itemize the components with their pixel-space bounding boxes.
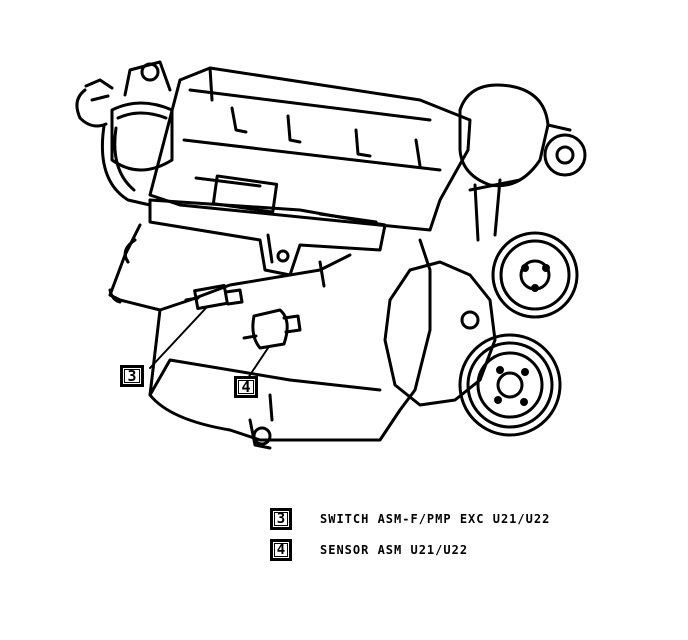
legend-label: SWITCH ASM-F/PMP EXC U21/U22 [320, 512, 551, 526]
callout-box-4: 4 [234, 376, 258, 398]
timing-cover [383, 260, 497, 407]
legend-row-4: 4 SENSOR ASM U21/U22 [270, 537, 468, 563]
legend-row-3: 3 SWITCH ASM-F/PMP EXC U21/U22 [270, 506, 550, 532]
legend-box: 4 [270, 539, 292, 561]
legend-number: 3 [276, 511, 286, 527]
manifold [148, 174, 387, 277]
leader-line-4 [247, 347, 269, 379]
callout-number: 3 [127, 367, 137, 385]
legend-label: SENSOR ASM U21/U22 [320, 543, 469, 557]
distributor [75, 60, 174, 207]
engine-block [108, 223, 432, 450]
water-pump-pulley [491, 231, 579, 319]
legend-number: 4 [276, 542, 286, 558]
cylinder-head [148, 66, 472, 232]
legend-box: 3 [270, 508, 292, 530]
leader-line-3 [149, 307, 207, 369]
switch-assembly-part [184, 284, 244, 310]
callout-box-3: 3 [120, 365, 144, 387]
alternator [458, 83, 587, 242]
crankshaft-pulley [458, 333, 562, 437]
sensor-assembly-part [242, 308, 302, 350]
callout-number: 4 [241, 378, 251, 396]
